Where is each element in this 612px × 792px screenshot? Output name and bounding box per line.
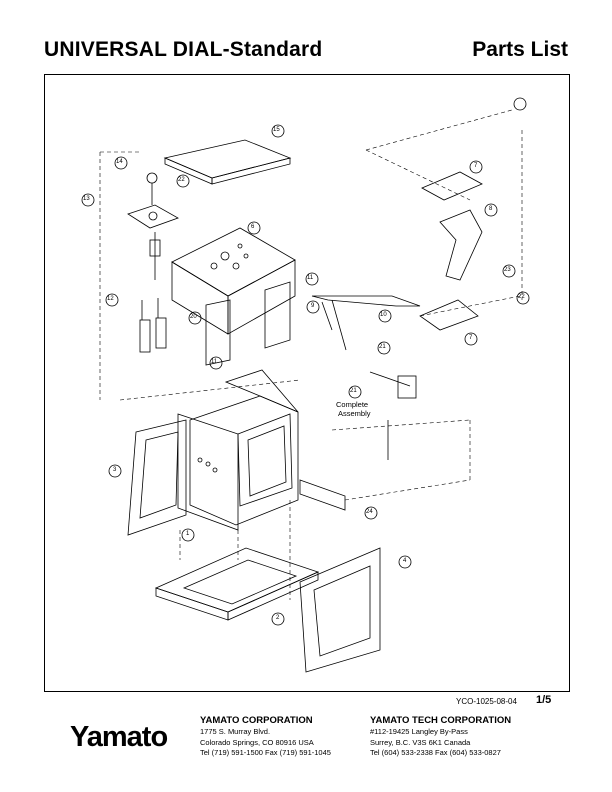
part-side-panel-right (299, 547, 381, 673)
corp2-city-line: Surrey, B.C. V3S 6K1 Canada (370, 737, 471, 747)
document-number: YCO-1025-08-04 (456, 697, 517, 706)
part-sub-assembly (369, 371, 417, 460)
callout-7b: 7 (469, 335, 473, 341)
part-upper-right-bracket (419, 171, 483, 331)
callout-10: 10 (380, 312, 387, 318)
callout-20: 20 (190, 314, 197, 320)
part-springs (139, 298, 167, 353)
diagram-frame (44, 74, 570, 692)
part-side-bracket (205, 281, 291, 366)
callout-6: 6 (251, 224, 255, 230)
corp2-name: YAMATO TECH CORPORATION (370, 715, 512, 726)
part-top-cover (163, 139, 292, 185)
part-rail (299, 479, 346, 511)
callout-11b: 11 (211, 359, 218, 365)
section-title: Parts List (472, 38, 568, 61)
callout-21a: 21 (379, 344, 386, 350)
callout-15: 15 (273, 127, 280, 133)
callout-8: 8 (489, 206, 493, 212)
page-number: 1/5 (536, 694, 552, 706)
callout-11a: 11 (307, 275, 314, 281)
part-main-chassis (189, 369, 299, 526)
assembly-guide-lines (99, 109, 523, 600)
callout-7a: 7 (474, 163, 478, 169)
yamato-logo: Yamato (70, 721, 168, 753)
yamato-corporation-info: YAMATO CORPORATION 1775 S. Murray Blvd. … (200, 714, 331, 759)
part-side-panel-left (127, 419, 187, 536)
callout-13: 13 (83, 196, 90, 202)
corp2-phone-line: Tel (604) 533-2338 Fax (604) 533-0827 (370, 748, 501, 757)
part-lever (311, 295, 421, 351)
part-base-plate (154, 547, 320, 621)
callout-1: 1 (186, 531, 190, 537)
yamato-tech-corporation-info: YAMATO TECH CORPORATION #112-19425 Langl… (370, 714, 511, 759)
corp1-name: YAMATO CORPORATION (200, 715, 313, 726)
complete-assembly-label-1: Complete (336, 400, 369, 409)
complete-assembly-label-2: Assembly (338, 409, 371, 418)
callout-22a: 22 (178, 177, 185, 183)
callout-22b: 22 (518, 294, 525, 300)
logo-text: Yamato (70, 721, 167, 753)
callout-markers (81, 97, 530, 626)
callout-21b: 21 (350, 388, 357, 394)
callout-2: 2 (276, 615, 280, 621)
callout-24: 24 (366, 509, 373, 515)
part-top-frame (171, 227, 296, 335)
corp1-city-line: Colorado Springs, CO 80916 USA (200, 737, 314, 747)
corp1-phone-line: Tel (719) 591-1500 Fax (719) 591-1045 (200, 748, 331, 757)
corp1-address-line: 1775 S. Murray Blvd. (200, 727, 271, 736)
callout-14: 14 (116, 159, 123, 165)
corp2-address-line: #112-19425 Langley By-Pass (370, 727, 468, 736)
callout-12: 12 (107, 296, 114, 302)
page-title: UNIVERSAL DIAL-Standard (44, 38, 323, 61)
part-bracket-13 (127, 172, 179, 280)
callout-4: 4 (403, 558, 407, 564)
callout-3: 3 (113, 467, 117, 473)
callout-23: 23 (504, 267, 511, 273)
callout-9: 9 (311, 303, 315, 309)
